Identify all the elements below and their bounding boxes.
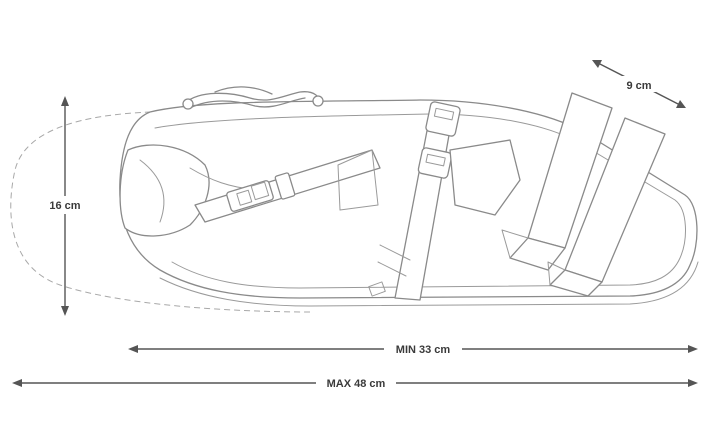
min-length-dimension: MIN 33 cm bbox=[128, 340, 698, 358]
bag-seam bbox=[154, 113, 686, 289]
saddlebag-illustration bbox=[119, 86, 699, 307]
max-length-dimension: MAX 48 cm bbox=[12, 374, 698, 392]
seatpost-strap-left bbox=[501, 92, 613, 271]
side-buckle bbox=[226, 180, 274, 212]
seatpost-strap-right bbox=[547, 117, 666, 297]
strap-stitch bbox=[377, 244, 411, 277]
side-panel bbox=[449, 139, 521, 216]
top-buckle bbox=[417, 101, 461, 179]
rolltop-fold bbox=[119, 144, 210, 237]
strap-slider bbox=[274, 172, 296, 200]
height-dimension: 16 cm bbox=[42, 96, 88, 316]
bungee-cord bbox=[182, 86, 324, 110]
max-length-label: MAX 48 cm bbox=[327, 378, 386, 390]
width-dimension: 9 cm bbox=[592, 60, 686, 108]
rolltop-crease bbox=[139, 159, 165, 223]
side-panel-inner bbox=[337, 149, 379, 211]
min-length-label: MIN 33 cm bbox=[396, 344, 451, 356]
height-label: 16 cm bbox=[49, 200, 80, 212]
width-label: 9 cm bbox=[626, 80, 651, 92]
bag-bottom-edge bbox=[159, 261, 699, 307]
strap-tab bbox=[368, 281, 386, 297]
max-extension-dashed-outline bbox=[10, 111, 311, 313]
